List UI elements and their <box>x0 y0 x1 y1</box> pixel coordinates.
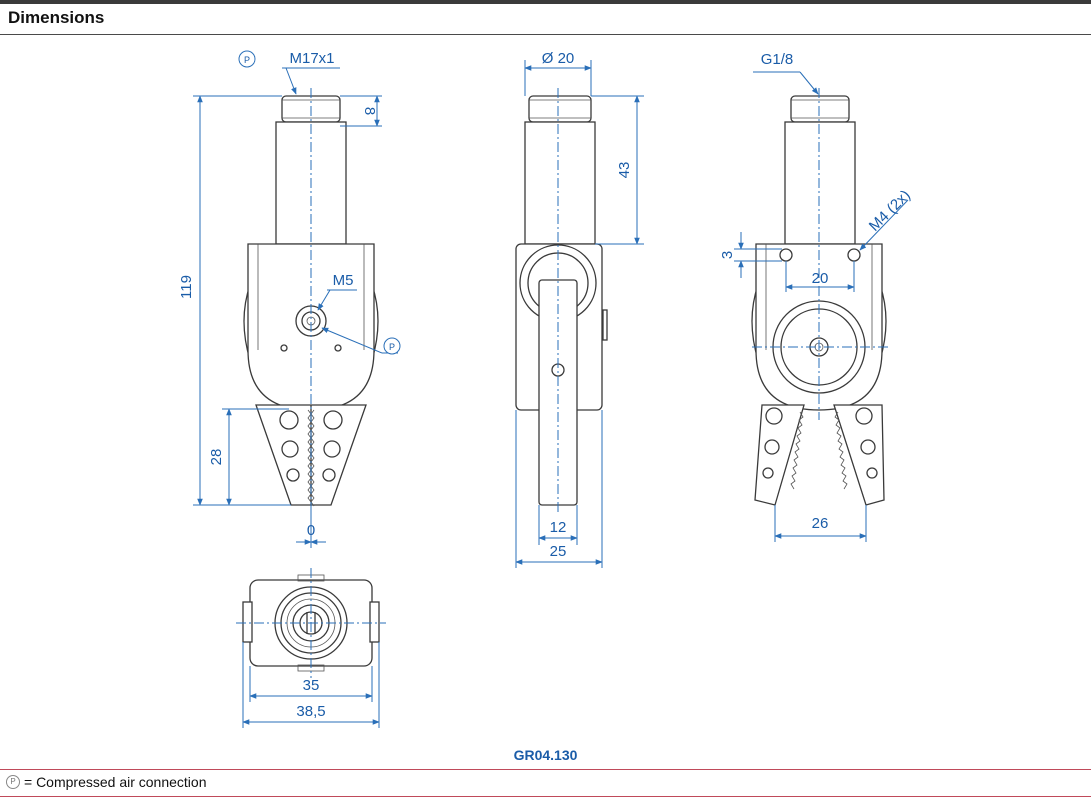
legend-text: = Compressed air connection <box>24 774 207 790</box>
port-symbol-side: P <box>389 342 395 352</box>
front-view: P M17x1 8 119 28 M5 P 0 <box>178 50 401 548</box>
model-caption: GR04.130 <box>513 747 578 763</box>
dim-shaft-length: 43 <box>616 162 633 179</box>
dim-jaw-length: 28 <box>208 449 225 466</box>
open-view: G1/8 M4 (2x) 3 20 26 <box>719 51 914 542</box>
side-view: Ø 20 43 12 25 <box>515 50 644 568</box>
dim-hole-offset: 3 <box>719 251 736 259</box>
dim-total-height: 119 <box>178 275 195 299</box>
dim-inner-width: 35 <box>303 677 320 694</box>
thread-label: M17x1 <box>289 50 334 67</box>
hole-label-m5: M5 <box>333 272 354 289</box>
dim-body-width: 25 <box>550 543 567 560</box>
dim-jaw-opening: 26 <box>812 515 829 532</box>
mount-label-m4: M4 (2x) <box>866 187 914 235</box>
port-label-g18: G1/8 <box>761 51 794 68</box>
technical-drawing: P M17x1 8 119 28 M5 P 0 <box>178 50 914 728</box>
dim-diameter: Ø 20 <box>542 50 575 67</box>
footer-divider-bottom <box>0 796 1091 797</box>
dim-offset: 0 <box>307 522 315 539</box>
section-title: Dimensions <box>8 8 105 27</box>
port-symbol-top: P <box>244 55 250 65</box>
dim-thread-length: 8 <box>361 107 378 115</box>
dim-outer-width: 38,5 <box>296 703 325 720</box>
footer-divider-top <box>0 769 1091 770</box>
legend: P = Compressed air connection <box>6 774 207 790</box>
top-border <box>0 0 1091 4</box>
header-divider <box>0 34 1091 35</box>
dim-jaw-width: 12 <box>550 519 567 536</box>
pressure-port-icon: P <box>6 775 20 789</box>
top-view: 35 38,5 <box>236 568 386 728</box>
dim-hole-spacing: 20 <box>812 270 829 287</box>
